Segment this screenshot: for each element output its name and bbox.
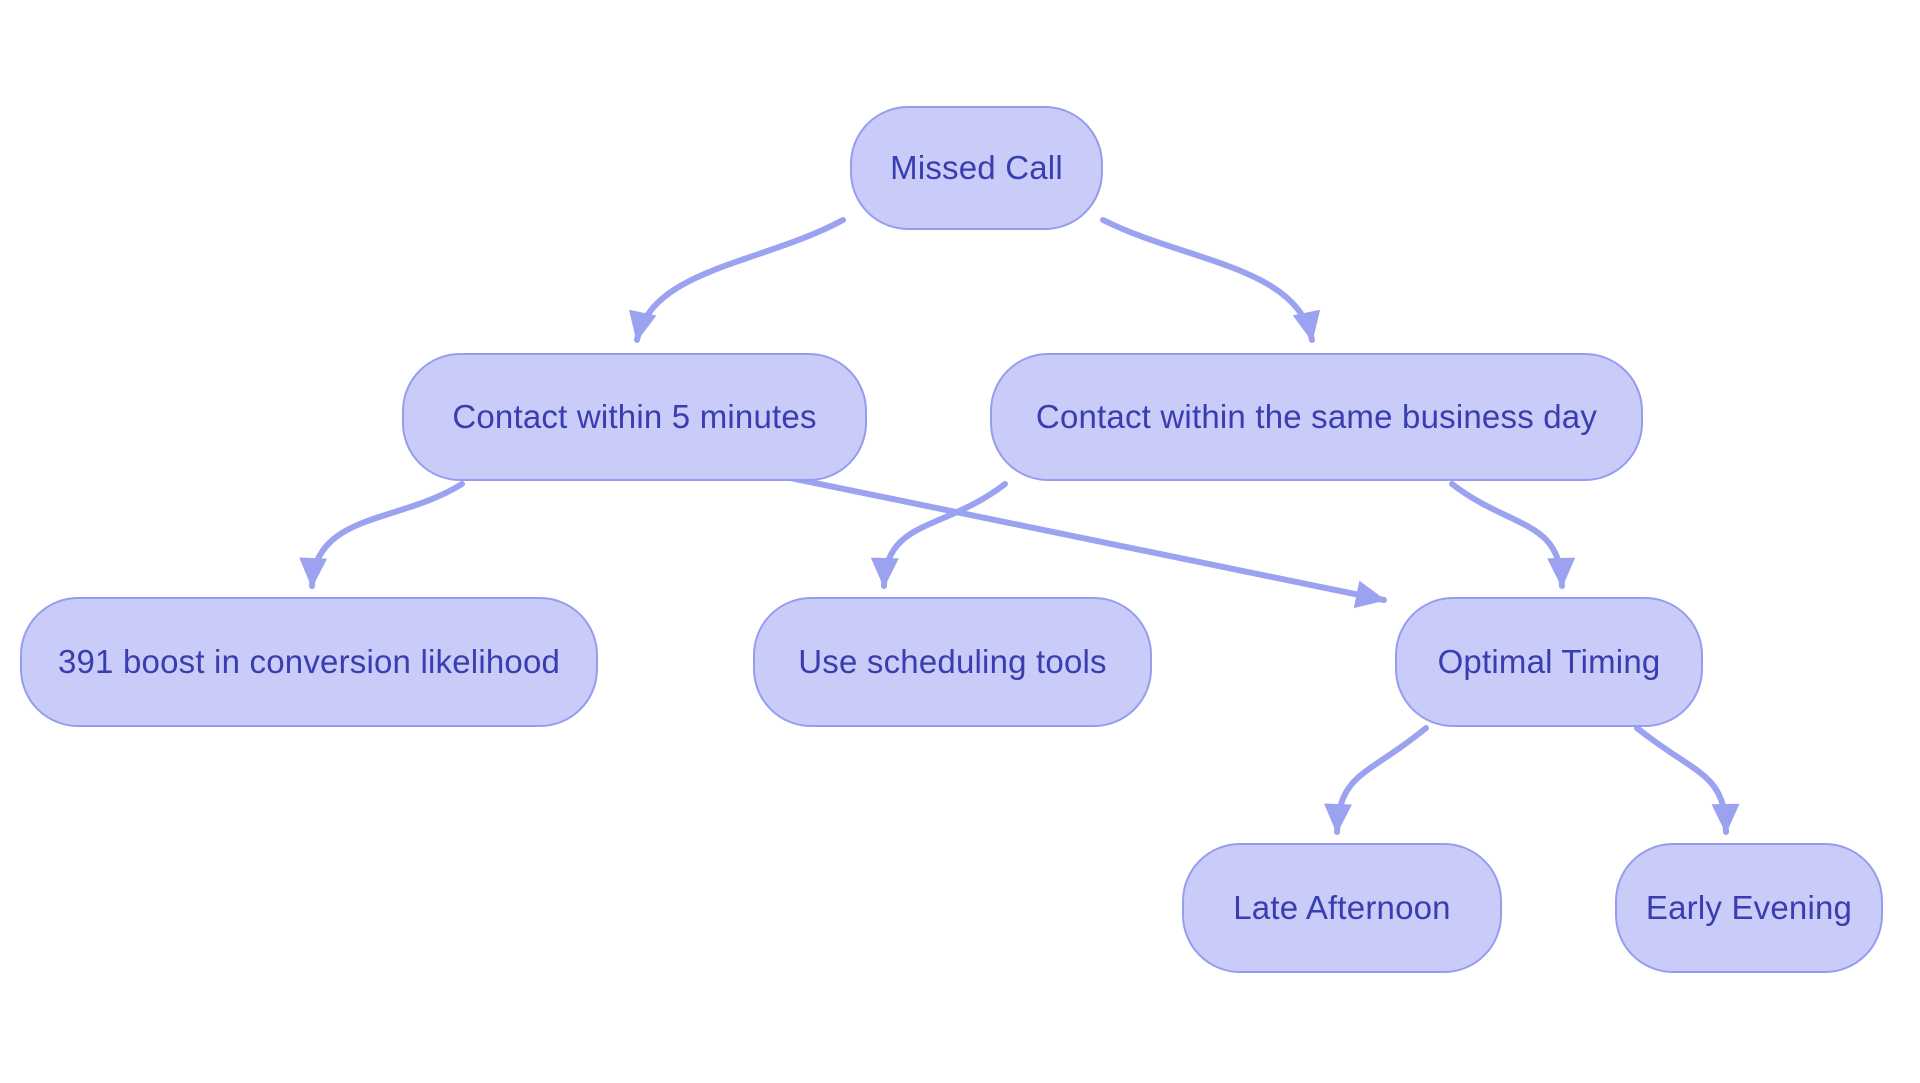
node-contact-5-minutes[interactable]: Contact within 5 minutes [402,353,867,481]
edge-contact-same-business-day-to-use-scheduling-tools [870,481,1008,589]
node-label: Optimal Timing [1437,642,1661,680]
node-use-scheduling-tools[interactable]: Use scheduling tools [753,597,1152,727]
edge-contact-same-business-day-to-optimal-timing [1449,481,1576,589]
node-label: Missed Call [890,148,1063,186]
node-late-afternoon[interactable]: Late Afternoon [1182,843,1502,973]
node-label: Contact within the same business day [1035,397,1598,435]
edge-missed-call-to-contact-same-business-day [1100,217,1321,343]
node-label: Use scheduling tools [798,642,1107,680]
node-optimal-timing[interactable]: Optimal Timing [1395,597,1703,727]
edge-optimal-timing-to-late-afternoon [1323,725,1429,835]
node-boost-conversion[interactable]: 391 boost in conversion likelihood [20,597,598,727]
edge-optimal-timing-to-early-evening [1634,725,1740,835]
node-label: Late Afternoon [1233,888,1451,926]
edge-contact-5-minutes-to-optimal-timing [734,464,1387,609]
node-missed-call[interactable]: Missed Call [850,106,1103,230]
node-label: Contact within 5 minutes [452,397,817,435]
edge-contact-5-minutes-to-boost-conversion [299,481,465,589]
node-contact-same-business-day[interactable]: Contact within the same business day [990,353,1643,481]
edge-missed-call-to-contact-5-minutes [629,217,846,343]
node-label: Early Evening [1645,888,1853,926]
node-early-evening[interactable]: Early Evening [1615,843,1883,973]
node-label: 391 boost in conversion likelihood [57,642,561,680]
